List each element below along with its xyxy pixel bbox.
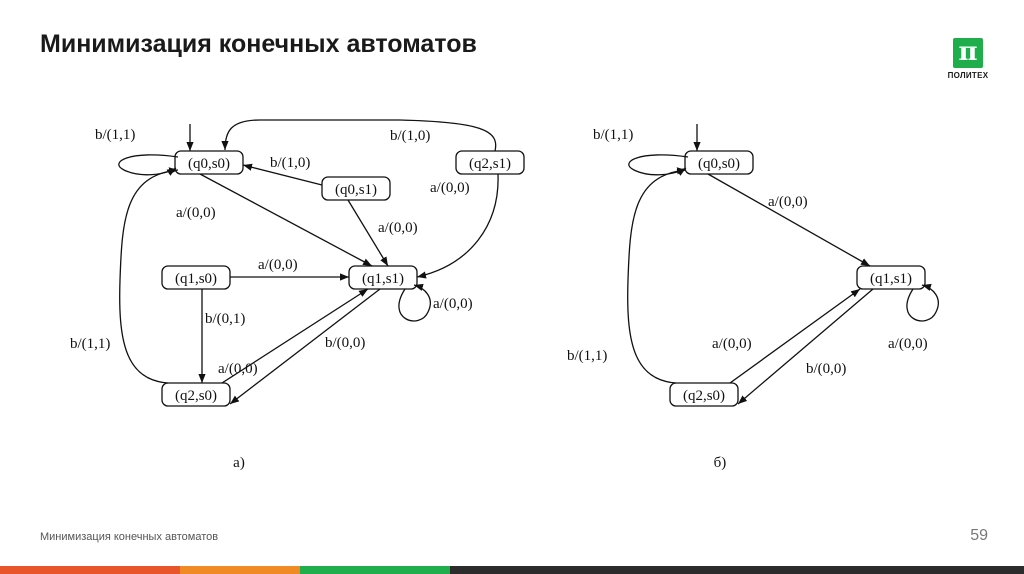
bar-segment [450, 566, 1024, 574]
logo-pi-icon: π [958, 37, 978, 67]
diagram-caption: а) [233, 455, 245, 471]
bar-segment [300, 566, 450, 574]
edge-label: b/(1,1) [70, 336, 110, 352]
bottom-color-bar [0, 566, 1024, 574]
diagram-b [627, 124, 939, 407]
state-box [856, 265, 926, 290]
state-label: (q1,s1) [362, 271, 404, 287]
edge-q2s1-q0s0 [221, 119, 497, 152]
loop-q1s1 [906, 283, 939, 322]
edge-label: a/(0,0) [218, 361, 258, 377]
edge-q0s0-q1s1 [199, 173, 373, 267]
state-box [321, 176, 391, 201]
state-label: (q2,s1) [469, 156, 511, 172]
edge-label: a/(0,0) [712, 336, 752, 352]
edge-q2s0-q0s0 [119, 167, 179, 384]
edge-label: b/(1,1) [593, 127, 633, 143]
logo-mark: π [953, 38, 983, 68]
edge-q1s1-q2s0 [737, 288, 874, 405]
state-box [669, 382, 739, 407]
edge-label: a/(0,0) [888, 336, 928, 352]
edge-label: a/(0,0) [433, 296, 473, 312]
logo-text: ПОЛИТЕХ [947, 71, 989, 80]
loop-q1s1 [398, 283, 431, 322]
edge-q2s0-q0s0 [627, 167, 687, 384]
state-label: (q1,s0) [175, 271, 217, 287]
diagram-caption: б) [714, 455, 727, 471]
bar-segment [0, 566, 180, 574]
automata-diagram: (q0,s0) (q0,s1) (q2,s1) (q1,s0) (q1,s1) … [70, 119, 939, 471]
diagram-a-text: (q0,s0) (q0,s1) (q2,s1) (q1,s0) (q1,s1) … [70, 127, 511, 471]
loop-q0s0 [628, 154, 689, 176]
state-label: (q0,s1) [335, 182, 377, 198]
edge-q2s0-q1s1 [729, 288, 861, 384]
diagram-a [118, 119, 525, 407]
state-label: (q1,s1) [870, 271, 912, 287]
page-title: Минимизация конечных автоматов [40, 30, 477, 58]
state-label: (q2,s0) [175, 388, 217, 404]
edge-label: b/(1,1) [95, 127, 135, 143]
edge-q0s1-q0s0 [242, 163, 323, 186]
edge-label: b/(0,1) [205, 311, 245, 327]
page-number: 59 [970, 527, 988, 544]
edge-label: b/(1,1) [567, 348, 607, 364]
edge-label: a/(0,0) [258, 257, 298, 273]
state-box [455, 150, 525, 175]
edge-label: b/(0,0) [806, 361, 846, 377]
diagram-b-text: (q0,s0) (q1,s1) (q2,s0) b/(1,1) a/(0,0) … [567, 127, 928, 471]
edge-q0s1-q1s1 [347, 199, 389, 267]
footer-title: Минимизация конечных автоматов [40, 531, 219, 543]
edge-label: a/(0,0) [768, 194, 808, 210]
edge-label: b/(1,0) [390, 128, 430, 144]
edge-q0s0-q1s1 [707, 173, 871, 267]
bar-segment [180, 566, 300, 574]
edge-label: b/(0,0) [325, 335, 365, 351]
edge-label: a/(0,0) [378, 220, 418, 236]
edge-q1s1-q2s0 [229, 288, 381, 405]
state-label: (q0,s0) [188, 156, 230, 172]
politech-logo: π ПОЛИТЕХ [936, 38, 996, 88]
state-label: (q2,s0) [683, 388, 725, 404]
state-box [684, 150, 754, 175]
edge-label: a/(0,0) [176, 205, 216, 221]
edge-q2s1-q1s1 [416, 173, 499, 279]
state-box [174, 150, 244, 175]
edge-q2s0-q1s1 [221, 288, 369, 384]
edge-label: a/(0,0) [430, 180, 470, 196]
edge-label: b/(1,0) [270, 155, 310, 171]
state-box [161, 382, 231, 407]
state-label: (q0,s0) [698, 156, 740, 172]
